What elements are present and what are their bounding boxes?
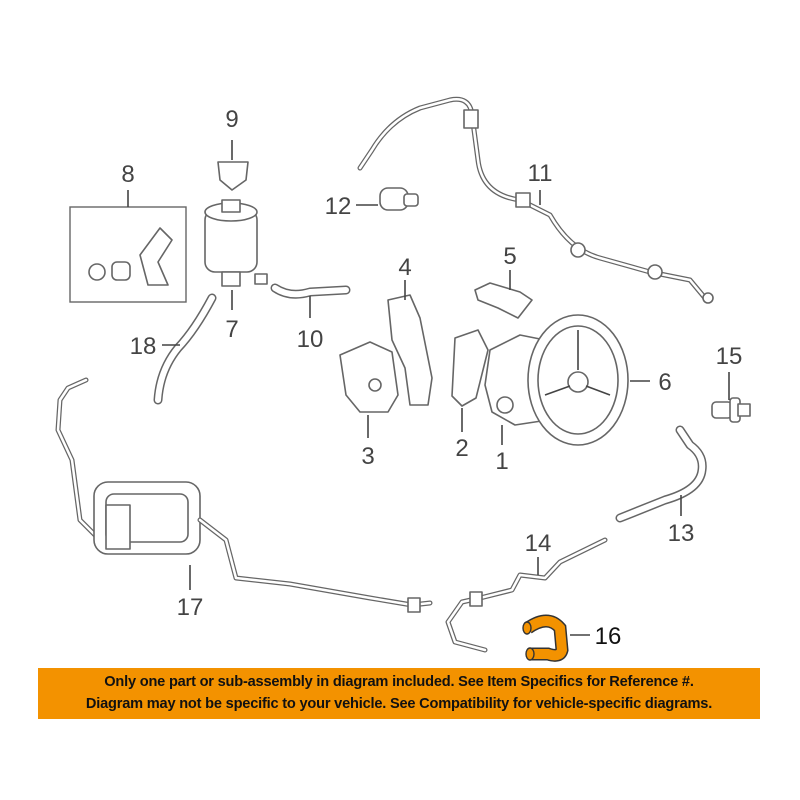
part-12-pressure-switch[interactable] [379,187,419,211]
part-9-reservoir-cap[interactable] [217,161,249,191]
callout-16: 16 [595,623,622,650]
callout-7: 7 [225,316,238,343]
callout-17: 17 [177,594,204,621]
part-16-hose-highlighted[interactable] [522,614,569,662]
callout-11: 11 [528,160,553,187]
part-3-mount-bracket[interactable] [339,341,399,413]
part-5-bracket[interactable] [474,282,533,319]
callout-4: 4 [398,254,411,281]
part-8-repair-kit[interactable] [69,206,187,303]
callout-12: 12 [325,193,352,220]
callout-18: 18 [130,333,157,360]
callout-14: 14 [525,530,552,557]
leader-lines [127,140,730,636]
part-13-return-hose[interactable] [615,425,707,523]
callout-2: 2 [455,435,468,462]
part-2-bracket[interactable] [451,329,489,407]
part-18-hose[interactable] [153,293,217,405]
part-7-reservoir[interactable] [204,199,268,287]
part-6-pulley[interactable] [527,314,629,446]
banner-line-2: Diagram may not be specific to your vehi… [85,696,713,712]
banner-line-1: Only one part or sub-assembly in diagram… [104,674,694,690]
callout-labels: 9 8 12 11 5 4 7 10 18 15 6 3 2 1 13 14 1… [121,106,742,650]
callout-1: 1 [495,448,508,475]
part-10-hose[interactable] [270,283,351,299]
callout-15: 15 [716,343,743,370]
callout-9: 9 [225,106,238,133]
part-15-fitting[interactable] [711,397,751,423]
disclaimer-banner: Only one part or sub-assembly in diagram… [38,668,760,719]
callout-8: 8 [121,161,134,188]
callout-13: 13 [668,520,695,547]
callout-3: 3 [361,443,374,470]
callout-6: 6 [658,369,671,396]
callout-5: 5 [503,243,516,270]
part-4-bracket[interactable] [387,294,433,406]
callout-10: 10 [297,326,324,353]
part-11-pressure-hose[interactable] [357,96,714,304]
part-14-return-line[interactable] [445,537,608,653]
part-17-oil-cooler[interactable] [55,377,433,613]
